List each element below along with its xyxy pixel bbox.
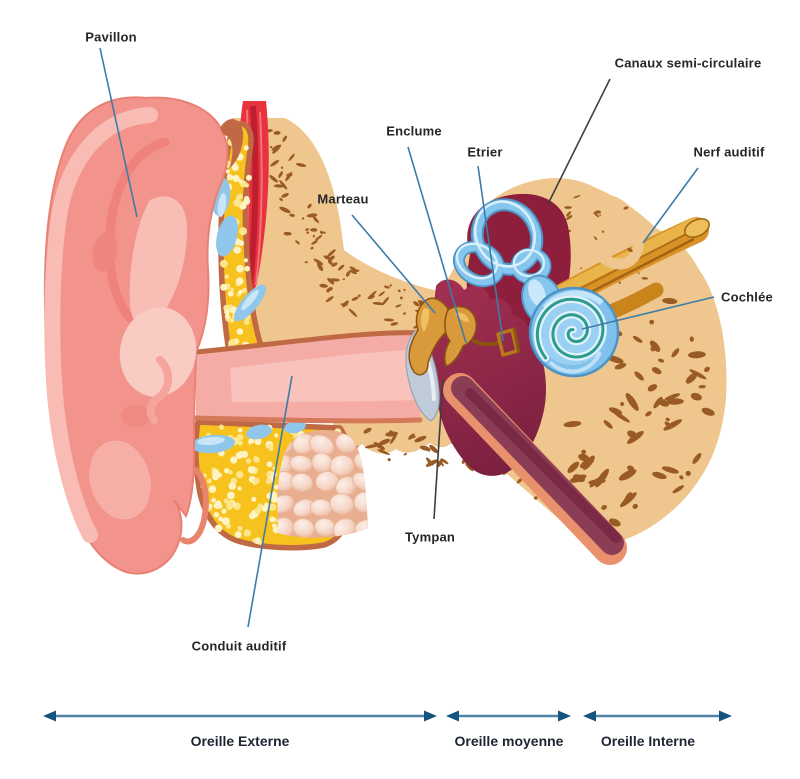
skin-fold-curl xyxy=(220,118,244,169)
axis-arrowhead-right xyxy=(558,710,571,722)
label-cochlee: Cochlée xyxy=(721,289,773,305)
leader-line-conduit xyxy=(247,375,293,628)
label-conduit-auditif: Conduit auditif xyxy=(191,638,287,654)
label-pavillon: Pavillon xyxy=(85,29,137,45)
leader-line-marteau xyxy=(351,214,436,314)
bone-ring xyxy=(579,194,645,270)
label-etrier: Etrier xyxy=(467,144,503,160)
leader-line-nerf xyxy=(642,167,699,244)
ear-canal-shape xyxy=(193,330,427,424)
stapes-shape xyxy=(496,328,519,357)
label-nerf-auditif: Nerf auditif xyxy=(693,144,765,160)
axis-arrowhead-right xyxy=(424,710,437,722)
label-canaux-semi-circulaire: Canaux semi-circulaire xyxy=(614,55,762,71)
leader-line-tympan xyxy=(433,378,444,520)
label-tympan: Tympan xyxy=(404,529,456,545)
nerve-cut-end xyxy=(684,218,710,238)
axis-label-oreille-moyenne: Oreille moyenne xyxy=(454,733,564,749)
axis-arrowhead-left xyxy=(43,710,56,722)
leader-line-canaux xyxy=(547,78,611,205)
leader-line-pavillon xyxy=(99,47,138,218)
label-marteau: Marteau xyxy=(317,191,369,207)
leader-lines xyxy=(99,47,715,628)
upper-fat-tissue xyxy=(211,121,273,396)
label-enclume: Enclume xyxy=(386,123,442,139)
region-axis xyxy=(43,710,732,722)
leader-line-etrier xyxy=(477,165,504,342)
malleus-shape xyxy=(408,297,452,376)
blood-vessel xyxy=(191,420,306,454)
pavillon-shape xyxy=(43,96,244,575)
axis-arrowhead-right xyxy=(719,710,732,722)
axis-label-oreille-interne: Oreille Interne xyxy=(600,733,696,749)
leader-line-cochlee xyxy=(581,296,715,330)
leader-line-enclume xyxy=(407,146,467,344)
axis-label-oreille-externe: Oreille Externe xyxy=(190,733,290,749)
axis-arrowhead-left xyxy=(446,710,459,722)
maroon-stripe xyxy=(443,373,627,565)
cochlea-shape xyxy=(528,286,620,378)
ossicles xyxy=(408,297,521,376)
semicircular-canals-shape xyxy=(452,198,552,288)
blood-vessel xyxy=(211,178,267,322)
axis-arrowhead-left xyxy=(583,710,596,722)
lower-fat-tissue xyxy=(191,419,368,551)
